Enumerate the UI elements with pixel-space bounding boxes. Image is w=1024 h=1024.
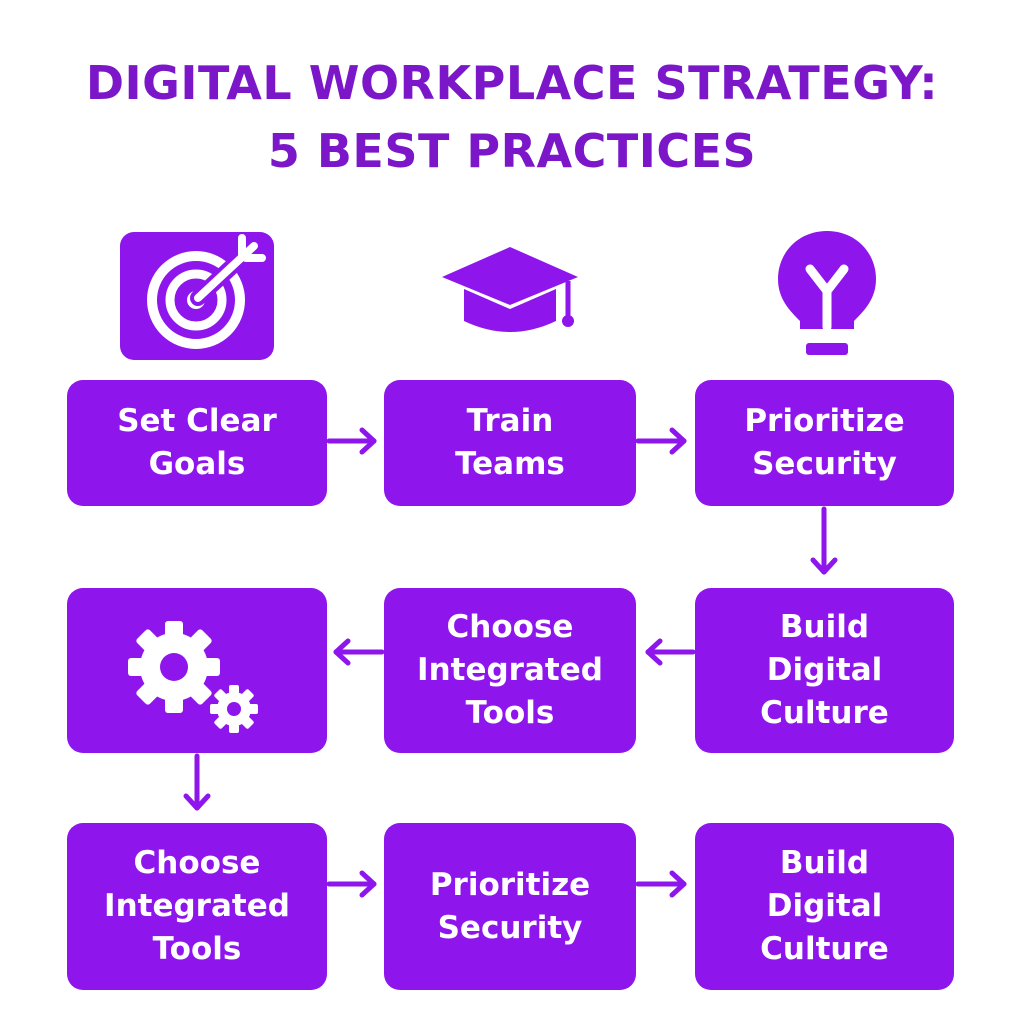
graduation-cap-icon bbox=[442, 247, 578, 332]
step-choose-integrated-tools-2: Choose Integrated Tools bbox=[67, 823, 327, 990]
arrow-left bbox=[333, 638, 385, 666]
arrow-down bbox=[810, 506, 838, 575]
arrow-left bbox=[645, 638, 696, 666]
gears-icon bbox=[128, 620, 258, 733]
step-label: Train Teams bbox=[455, 403, 565, 482]
step-train-teams: Train Teams bbox=[384, 380, 636, 506]
tools-gears-box bbox=[67, 588, 327, 753]
arrow-down bbox=[183, 753, 211, 811]
page-subtitle: 5 BEST PRACTICES bbox=[267, 124, 757, 178]
page-title: DIGITAL WORKPLACE STRATEGY: bbox=[85, 56, 939, 110]
arrow-right bbox=[635, 427, 687, 455]
step-label: Set Clear Goals bbox=[117, 403, 277, 482]
step-choose-integrated-tools: Choose Integrated Tools bbox=[384, 588, 636, 753]
step-label: Prioritize Security bbox=[429, 866, 591, 946]
arrow-right bbox=[326, 427, 377, 455]
step-build-digital-culture: Build Digital Culture bbox=[695, 588, 954, 753]
step-prioritize-security-2: Prioritize Security bbox=[384, 823, 636, 990]
step-label: Build Digital Culture bbox=[760, 609, 889, 731]
step-label: Choose Integrated Tools bbox=[417, 609, 603, 731]
step-label: Prioritize Security bbox=[744, 403, 905, 482]
step-label: Build Digital Culture bbox=[760, 845, 889, 967]
lightbulb-icon bbox=[778, 231, 876, 355]
arrow-right bbox=[635, 870, 687, 898]
step-set-clear-goals: Set Clear Goals bbox=[67, 380, 327, 506]
arrow-right bbox=[326, 870, 377, 898]
step-build-digital-culture-2: Build Digital Culture bbox=[695, 823, 954, 990]
step-prioritize-security: Prioritize Security bbox=[695, 380, 954, 506]
step-label: Choose Integrated Tools bbox=[104, 845, 290, 967]
target-with-arrow-icon bbox=[120, 232, 274, 360]
